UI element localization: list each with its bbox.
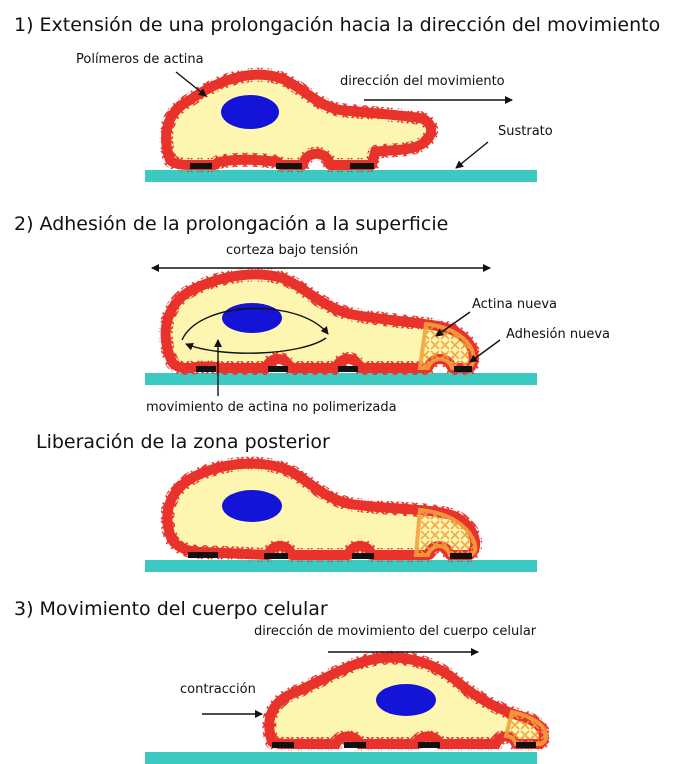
adhesion-1a [190, 163, 212, 169]
adhesion-4d [516, 742, 536, 748]
nucleus-3 [222, 490, 282, 522]
substrate-2 [145, 373, 537, 385]
adhesion-3b [352, 553, 374, 559]
step-release-panel [145, 464, 537, 572]
adhesion-3c [450, 553, 472, 559]
adhesion-2c [338, 366, 358, 372]
new-actin-region-4 [506, 712, 546, 744]
step-3-panel [145, 652, 546, 764]
adhesion-3a [264, 553, 288, 559]
adhesion-1c [350, 163, 374, 169]
detached-adhesion [188, 552, 218, 558]
adhesion-2a [196, 366, 216, 372]
adhesion-2d [454, 366, 472, 372]
adhesion-1b [276, 163, 302, 169]
adhesion-4b [344, 742, 366, 748]
nucleus-4 [376, 684, 436, 716]
nucleus-2 [222, 303, 282, 333]
adhesion-4a [272, 742, 294, 748]
adhesion-2b [268, 366, 288, 372]
nucleus-1 [221, 95, 279, 129]
step-2-panel [145, 268, 537, 396]
step-1-panel [145, 72, 537, 182]
substrate-pointer [456, 142, 488, 168]
substrate-4 [145, 752, 537, 764]
adhesion-4c [418, 742, 440, 748]
